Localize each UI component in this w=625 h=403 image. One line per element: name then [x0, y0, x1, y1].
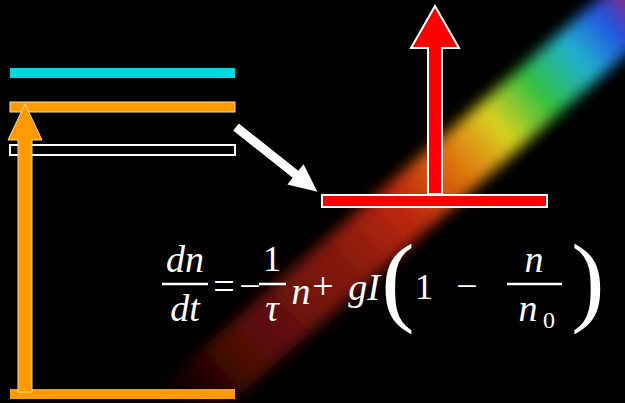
- emission-arrow: [411, 6, 459, 194]
- denominator: τ: [265, 289, 279, 327]
- emitting-level: [322, 195, 547, 207]
- operator: −: [456, 267, 477, 305]
- subscript: 0: [543, 308, 555, 332]
- relaxation-arrow-shape: [228, 117, 326, 202]
- relaxation-arrow: [228, 117, 326, 202]
- denominator: n: [519, 289, 538, 327]
- operator: +: [312, 267, 333, 305]
- parenthesis: (: [381, 230, 414, 330]
- spectrum-band: [143, 0, 625, 403]
- spectrum-streak: [143, 0, 625, 403]
- numerator: dn: [166, 240, 204, 278]
- operator: =: [213, 267, 234, 305]
- intermediate-level: [10, 145, 235, 155]
- ground-level: [10, 389, 235, 399]
- fraction-bar: [162, 283, 208, 286]
- upper-level: [10, 68, 235, 78]
- fraction-bar: [507, 283, 562, 286]
- operator: −: [239, 267, 260, 305]
- variable: gI: [348, 268, 380, 306]
- parenthesis: ): [571, 230, 604, 330]
- numerator: 1: [263, 241, 281, 277]
- pump-arrow: [8, 104, 42, 392]
- numerator: n: [525, 240, 544, 278]
- fraction-bar: [259, 283, 286, 286]
- variable: n: [292, 272, 311, 310]
- number: 1: [415, 269, 433, 305]
- denominator: dt: [170, 289, 200, 327]
- pump-level: [10, 102, 235, 112]
